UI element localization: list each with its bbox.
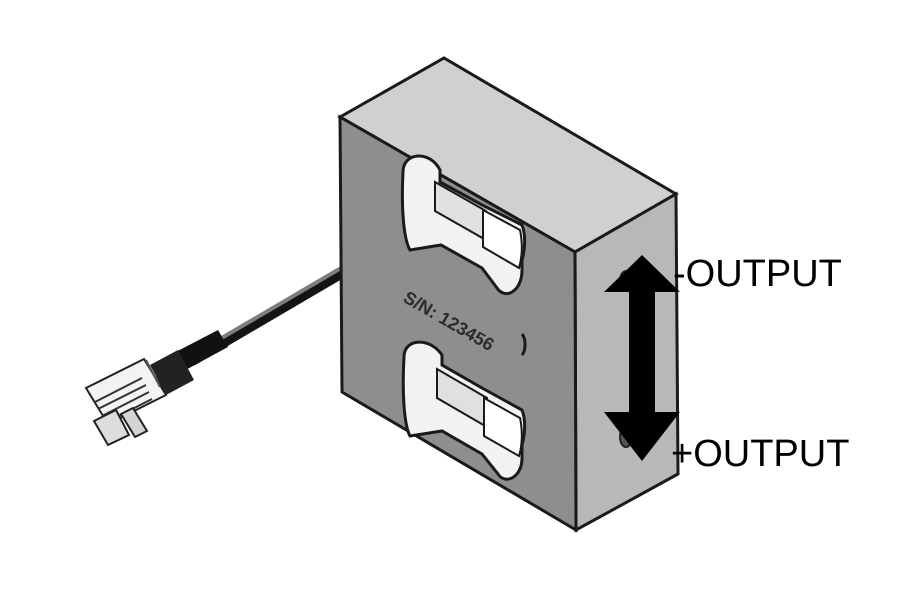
upper-window [400,154,527,295]
rj-style-connector-icon [84,330,228,447]
side-notch [520,332,527,357]
negative-output-label: -OUTPUT [673,253,842,295]
lower-window [401,340,527,481]
load-cell-block: S/N: 123456 [336,56,680,533]
block-side-face [573,191,680,533]
double-headed-arrow-icon [604,255,680,461]
positive-output-label: +OUTPUT [671,433,849,475]
